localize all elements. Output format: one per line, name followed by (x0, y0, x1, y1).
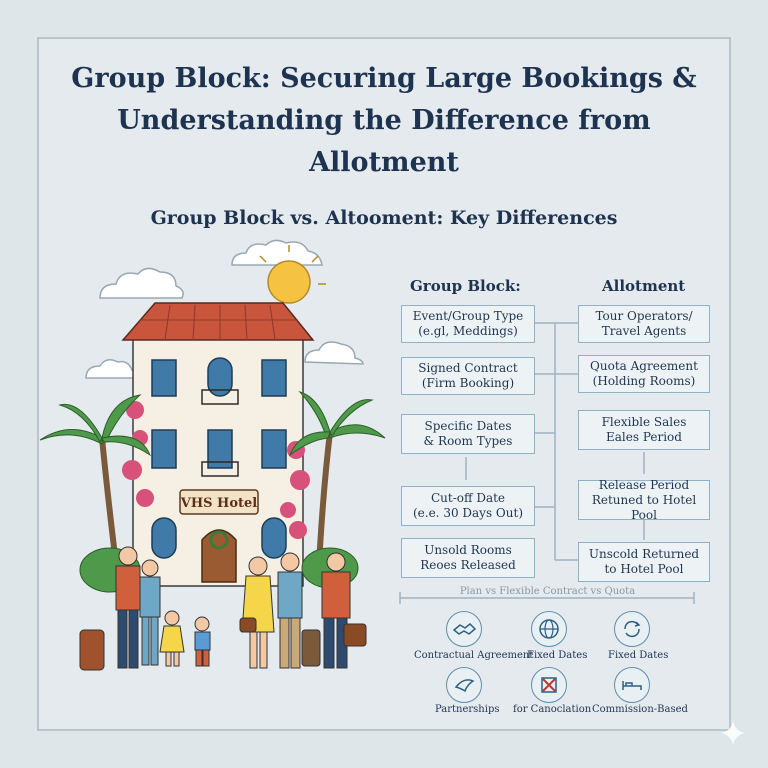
group-block-box-5: Unsold Rooms Reoes Released (401, 538, 535, 578)
hotel-sign-board (179, 489, 259, 515)
page-subtitle: Group Block vs. Altooment: Key Differenc… (150, 207, 618, 229)
group-block-box-2: Signed Contract (Firm Booking) (401, 357, 535, 395)
refresh-icon (614, 611, 650, 647)
person-grandpa (321, 552, 367, 669)
title-line-1: Group Block: Securing Large Bookings & (71, 63, 697, 94)
handshake-icon (446, 611, 482, 647)
title-line-2: Understanding the Difference from (117, 105, 651, 136)
allotment-box-2: Quota Agreement (Holding Rooms) (578, 355, 710, 393)
group-block-heading: Group Block: (410, 277, 521, 295)
page-title: Group Block: Securing Large Bookings & U… (40, 58, 728, 184)
allotment-heading: Allotment (602, 277, 686, 295)
family-group (79, 546, 367, 671)
icon-label-contractual: Contractual Agreement (414, 650, 534, 661)
cancel-calendar-icon (531, 667, 567, 703)
hotel-building: VHS Hotel (121, 302, 315, 587)
sun-icon (259, 245, 326, 304)
person-child-1 (159, 610, 185, 667)
group-block-box-1: Event/Group Type (e.gl, Meddings) (401, 305, 535, 343)
person-woman-left (139, 559, 161, 666)
palm-tree-right (288, 391, 386, 586)
allotment-box-3: Flexible Sales Eales Period (578, 410, 710, 450)
group-block-box-3: Specific Dates & Room Types (401, 414, 535, 454)
person-man-middle (277, 552, 321, 669)
title-line-3: Allotment (309, 147, 459, 178)
person-child-2 (194, 616, 211, 667)
bed-icon (614, 667, 650, 703)
allotment-box-5: Unscold Returned to Hotel Pool (578, 542, 710, 582)
cloud-icon (231, 239, 323, 266)
comparison-axis-label: Plan vs Flexible Contract vs Quota (459, 586, 636, 597)
allotment-box-4: Release Period Retuned to Hotel Pool (578, 478, 710, 522)
person-woman-right (239, 556, 275, 669)
person-man-left (79, 546, 141, 671)
icon-label-fixed-dates-1: Fixed Dates (527, 650, 588, 661)
allotment-box-1: Tour Operators/ Travel Agents (578, 305, 710, 343)
cloud-icon (304, 341, 364, 365)
cloud-icon (99, 267, 184, 299)
hotel-sign-text: VHS Hotel (180, 496, 258, 511)
leaf-icon (446, 667, 482, 703)
icon-label-cancellation: for Canoclation (513, 704, 592, 715)
globe-icon (531, 611, 567, 647)
sparkle-icon (721, 721, 745, 745)
icon-label-commission: Commission-Based (592, 704, 688, 715)
icon-label-fixed-dates-2: Fixed Dates (608, 650, 669, 661)
group-block-box-4: Cut-off Date (e.e. 30 Days Out) (401, 486, 535, 526)
icon-label-partnerships: Partnerships (435, 704, 500, 715)
palm-tree-left (39, 394, 152, 581)
